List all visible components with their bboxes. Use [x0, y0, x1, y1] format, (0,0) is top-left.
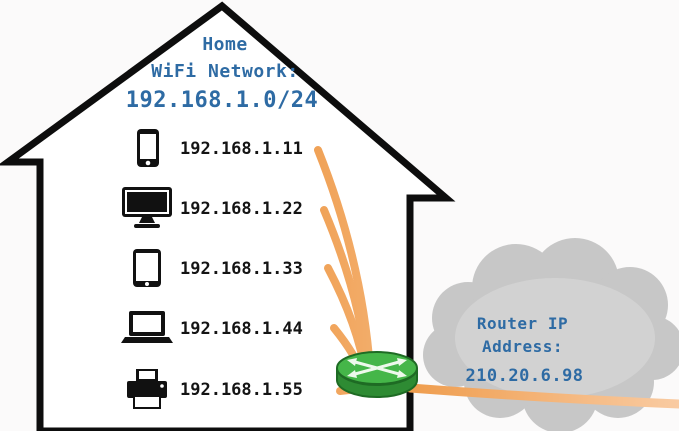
device-ip-label: 192.168.1.11	[180, 139, 303, 159]
printer-icon	[124, 368, 170, 414]
router-ip-value: 210.20.6.98	[465, 366, 584, 386]
tablet-icon	[132, 248, 162, 292]
device-ip-label: 192.168.1.33	[180, 259, 303, 279]
desktop-icon	[121, 186, 173, 234]
device-row-desktop: 192.168.1.22	[0, 186, 360, 230]
device-ip-label: 192.168.1.55	[180, 380, 303, 400]
smartphone-icon	[136, 128, 160, 172]
home-network-title-line1: Home	[202, 34, 248, 55]
laptop-icon	[121, 310, 173, 350]
device-ip-label: 192.168.1.22	[180, 199, 303, 219]
device-ip-label: 192.168.1.44	[180, 319, 303, 339]
house-shape	[0, 1, 456, 431]
router-output-line	[405, 383, 679, 409]
router-ip-label-line1: Router IP	[476, 314, 569, 333]
home-network-subnet: 192.168.1.0/24	[125, 88, 319, 113]
device-row-laptop: 192.168.1.44	[0, 310, 360, 354]
router-icon	[336, 351, 418, 398]
device-row-tablet: 192.168.1.33	[0, 248, 360, 292]
home-network-title-line2: WiFi Network:	[151, 61, 299, 82]
device-row-smartphone: 192.168.1.11	[0, 128, 360, 172]
router-ip-label-line2: Address:	[481, 337, 564, 356]
device-row-printer: 192.168.1.55	[0, 368, 360, 412]
